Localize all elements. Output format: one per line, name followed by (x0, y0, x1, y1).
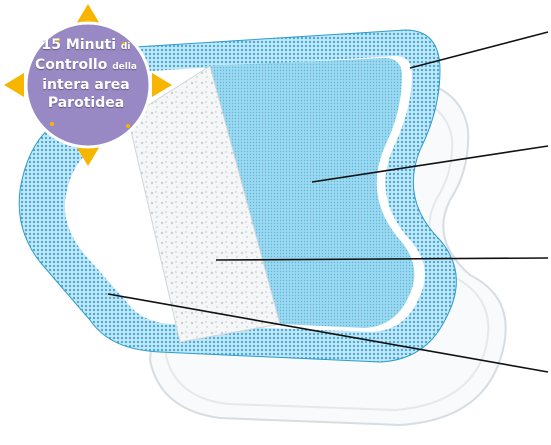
badge-line-1: 15 Minuti di (26, 36, 146, 56)
badge-line-2: Controllo della (26, 56, 146, 76)
arrow-up-icon (76, 4, 100, 24)
badge-line-3: intera area (26, 76, 146, 94)
arrow-left-icon (4, 73, 24, 97)
badge-text: 15 Minuti di Controllo della intera area… (26, 36, 146, 112)
badge-line-1-main: 15 Minuti (42, 37, 117, 53)
badge-line-4: Parotidea (26, 94, 146, 112)
badge-line-2-main: Controllo (35, 57, 107, 73)
badge-line-2-small: della (112, 62, 137, 72)
badge-line-1-small: di (121, 42, 131, 52)
